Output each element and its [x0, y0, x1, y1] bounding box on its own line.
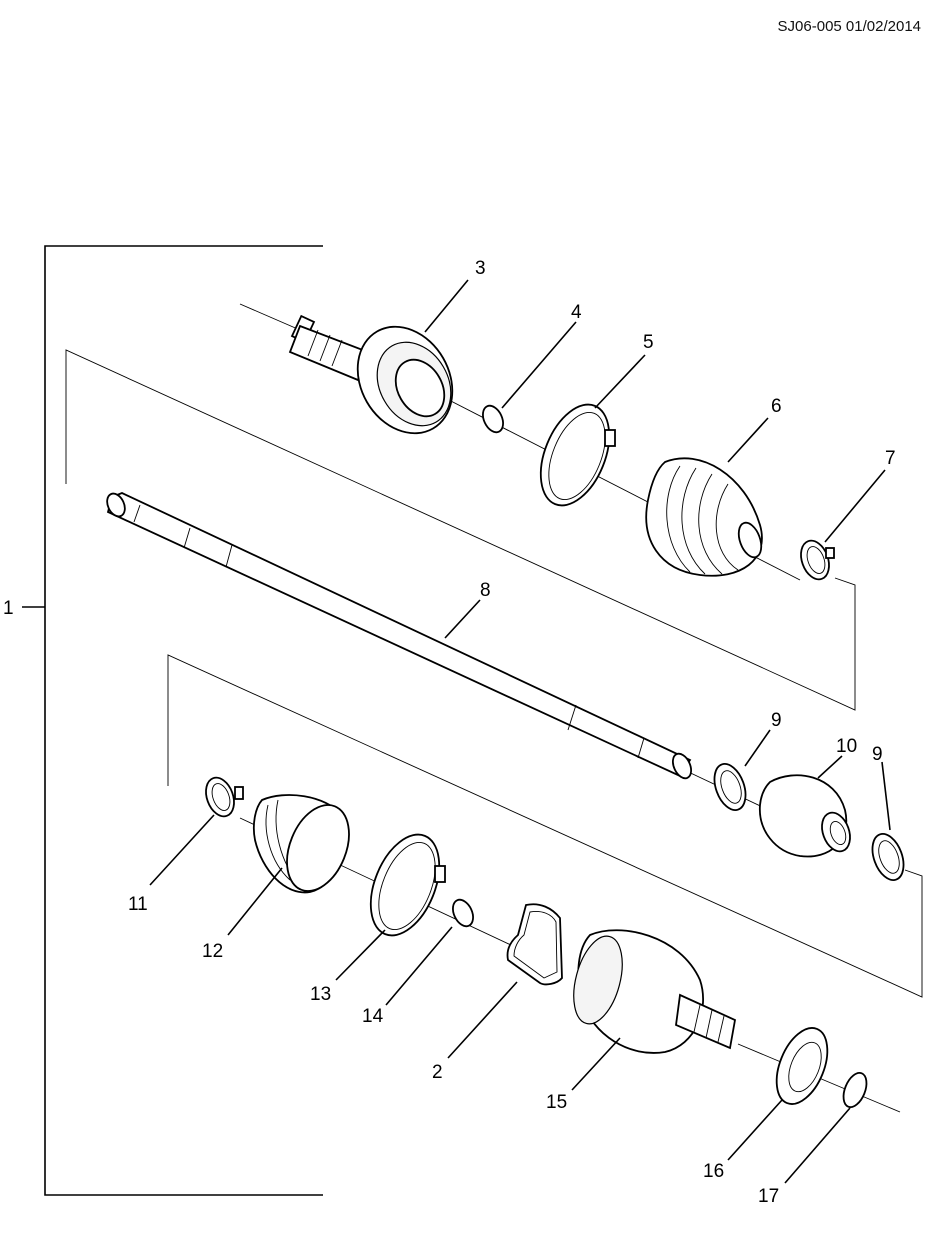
callout-3: 3	[475, 258, 486, 279]
boot-clamp-large-inner	[369, 833, 446, 937]
callout-13: 13	[310, 984, 331, 1005]
callout-1: 1	[3, 598, 14, 619]
upper-group-outline	[65, 349, 856, 711]
callout-16: 16	[703, 1161, 724, 1182]
boot-clamp-large-outer	[539, 403, 616, 507]
assembly-bracket	[22, 245, 323, 1196]
inner-cv-boot	[252, 794, 350, 894]
joint-gasket	[506, 903, 563, 986]
callout-12: 12	[202, 941, 223, 962]
inner-cv-joint-housing	[573, 929, 737, 1054]
callout-9-right: 9	[872, 744, 883, 765]
callout-17: 17	[758, 1186, 779, 1207]
callout-9-left: 9	[771, 710, 782, 731]
leader-lines	[149, 279, 891, 1184]
callout-4: 4	[571, 302, 582, 323]
callout-7: 7	[885, 448, 896, 469]
callout-14: 14	[362, 1006, 384, 1027]
boot-clamp-small-outer	[800, 539, 835, 581]
callout-10: 10	[836, 736, 857, 757]
callout-8: 8	[480, 580, 491, 601]
circlip-shaft-left	[713, 763, 747, 811]
callout-11: 11	[128, 894, 148, 915]
outer-cv-boot	[645, 457, 763, 577]
callout-5: 5	[643, 332, 654, 353]
callout-15: 15	[546, 1092, 567, 1113]
circlip-shaft-right	[871, 833, 905, 881]
drawing-reference-code: SJ06-005 01/02/2014	[777, 18, 921, 35]
centerline-outer-joint	[239, 303, 301, 331]
tripod-spider-bearing	[759, 774, 851, 858]
outer-cv-joint	[288, 314, 454, 435]
axle-shaft	[106, 492, 692, 780]
callout-2: 2	[432, 1062, 443, 1083]
circlip-end	[842, 1071, 868, 1109]
circlip-inner	[452, 898, 474, 928]
boot-clamp-small-inner	[205, 776, 244, 818]
callout-6: 6	[771, 396, 782, 417]
shaft-oil-seal	[775, 1027, 829, 1105]
lower-group-outline	[167, 654, 923, 998]
circlip-outer	[482, 404, 504, 434]
